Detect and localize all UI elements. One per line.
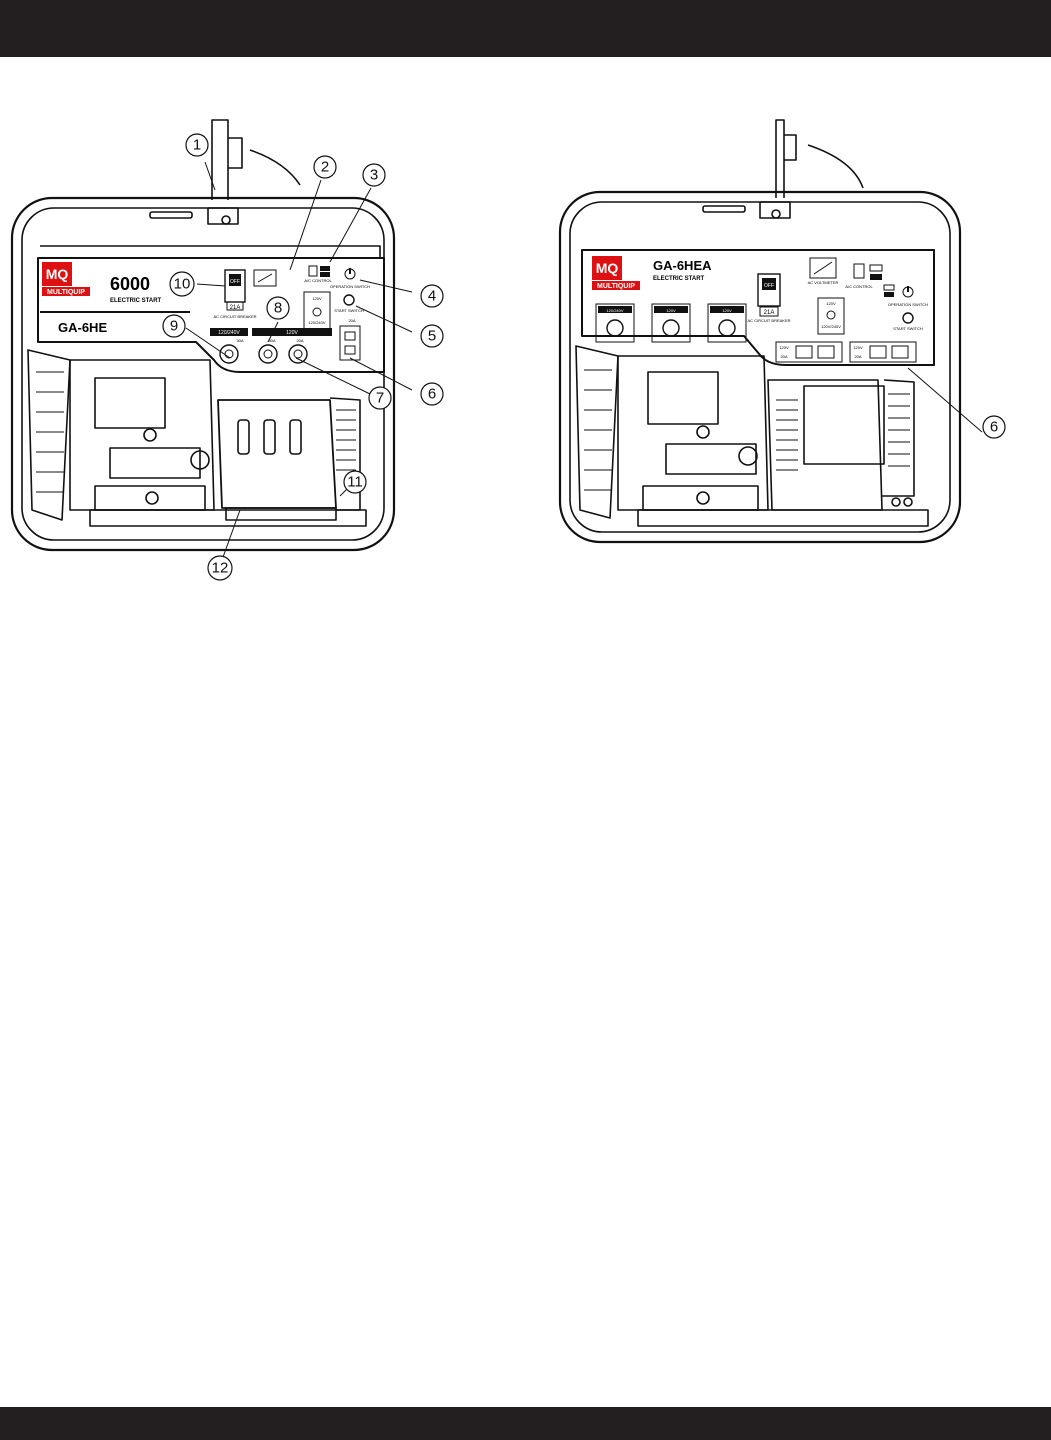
generator-figure-ga-6he: MQ MULTIQUIP 6000 ELECTRIC START GA-6HE …: [10, 119, 444, 581]
svg-text:10: 10: [174, 276, 191, 293]
receptacle-3-label: 120V: [722, 308, 732, 313]
breaker-label-text: AC CIRCUIT BREAKER: [213, 314, 256, 319]
receptacle-1-label: 120/240V: [218, 330, 240, 336]
gfci-2-amp: 20A: [854, 354, 861, 359]
ac-control-text: A/C CONTROL: [304, 278, 332, 283]
callout-10: 10: [169, 271, 195, 297]
callout-7: 7: [368, 386, 392, 410]
model-text: GA-6HE: [58, 320, 107, 335]
breaker-label-text: AC CIRCUIT BREAKER: [747, 318, 790, 323]
operation-switch-text: OPERATION SWITCH: [888, 302, 928, 307]
svg-text:12: 12: [212, 560, 229, 577]
header-bar: [0, 0, 1051, 57]
receptacle-3-amp: 20A: [296, 338, 303, 343]
start-switch-text: START SWITCH: [893, 326, 923, 331]
svg-text:3: 3: [370, 167, 378, 184]
svg-text:11: 11: [347, 474, 363, 491]
logo-badge-text: MQ: [46, 266, 69, 282]
gfci-2-label: 120V: [853, 345, 863, 350]
footer-bar: [0, 1407, 1051, 1440]
gfci-1-amp: 20A: [780, 354, 787, 359]
breaker-rating-text: 21A: [230, 305, 241, 311]
voltage-switch-label: 120V: [826, 301, 836, 306]
receptacle-2-label: 120V: [666, 308, 676, 313]
mq-logo: [42, 262, 72, 286]
voltage-switch-sub: 120V/240V: [821, 324, 841, 329]
start-type-text: ELECTRIC START: [653, 276, 705, 282]
voltmeter-text: AC VOLTMETER: [808, 280, 839, 285]
callout-6: 6: [982, 415, 1006, 439]
svg-text:6: 6: [428, 386, 436, 403]
callout-4: 4: [420, 284, 444, 308]
voltage-switch-label: 120V: [312, 296, 322, 301]
logo-badge-text: MQ: [596, 260, 619, 276]
callout-5: 5: [420, 324, 444, 348]
receptacle-1-amp: 30A: [236, 338, 243, 343]
callout-2: 2: [313, 155, 337, 179]
start-type-text: ELECTRIC START: [110, 298, 162, 304]
callout-11: 11: [343, 470, 367, 494]
breaker-state-text: OFF: [764, 283, 774, 289]
model-text: GA-6HEA: [653, 258, 712, 273]
callout-1: 1: [185, 133, 209, 157]
svg-text:1: 1: [193, 137, 201, 154]
brand-text: MULTIQUIP: [47, 289, 85, 296]
capacity-text: 6000: [110, 274, 150, 294]
receptacle-2-amp: 30A: [268, 338, 275, 343]
svg-text:7: 7: [376, 390, 384, 407]
callout-9: 9: [162, 314, 186, 338]
callout-8: 8: [266, 296, 290, 320]
svg-text:9: 9: [170, 318, 178, 335]
voltage-switch-sub: 120/240V: [308, 320, 325, 325]
brand-text: MULTIQUIP: [597, 283, 635, 290]
generator-figure-ga-6hea: MQ MULTIQUIP GA-6HEA ELECTRIC START OFF …: [558, 119, 1006, 544]
svg-text:4: 4: [428, 288, 436, 305]
svg-text:5: 5: [428, 328, 436, 345]
start-switch-text: START SWITCH: [334, 308, 364, 313]
operation-switch-text: OPERATION SWITCH: [330, 284, 370, 289]
receptacle-1-label: 120/240V: [606, 308, 623, 313]
svg-text:8: 8: [274, 300, 282, 317]
ac-control-text: A/C CONTROL: [845, 284, 873, 289]
mq-logo: [592, 256, 622, 280]
callout-12: 12: [207, 555, 233, 581]
breaker-rating-text: 21A: [764, 310, 775, 316]
breaker-state-text: OFF: [230, 279, 240, 285]
receptacle-2-label: 120V: [286, 330, 298, 336]
callout-6: 6: [420, 382, 444, 406]
svg-text:2: 2: [321, 159, 329, 176]
callout-3: 3: [362, 163, 386, 187]
gfci-1-label: 120V: [779, 345, 789, 350]
svg-text:6: 6: [990, 419, 998, 436]
gfci-amp: 20A: [348, 318, 355, 323]
